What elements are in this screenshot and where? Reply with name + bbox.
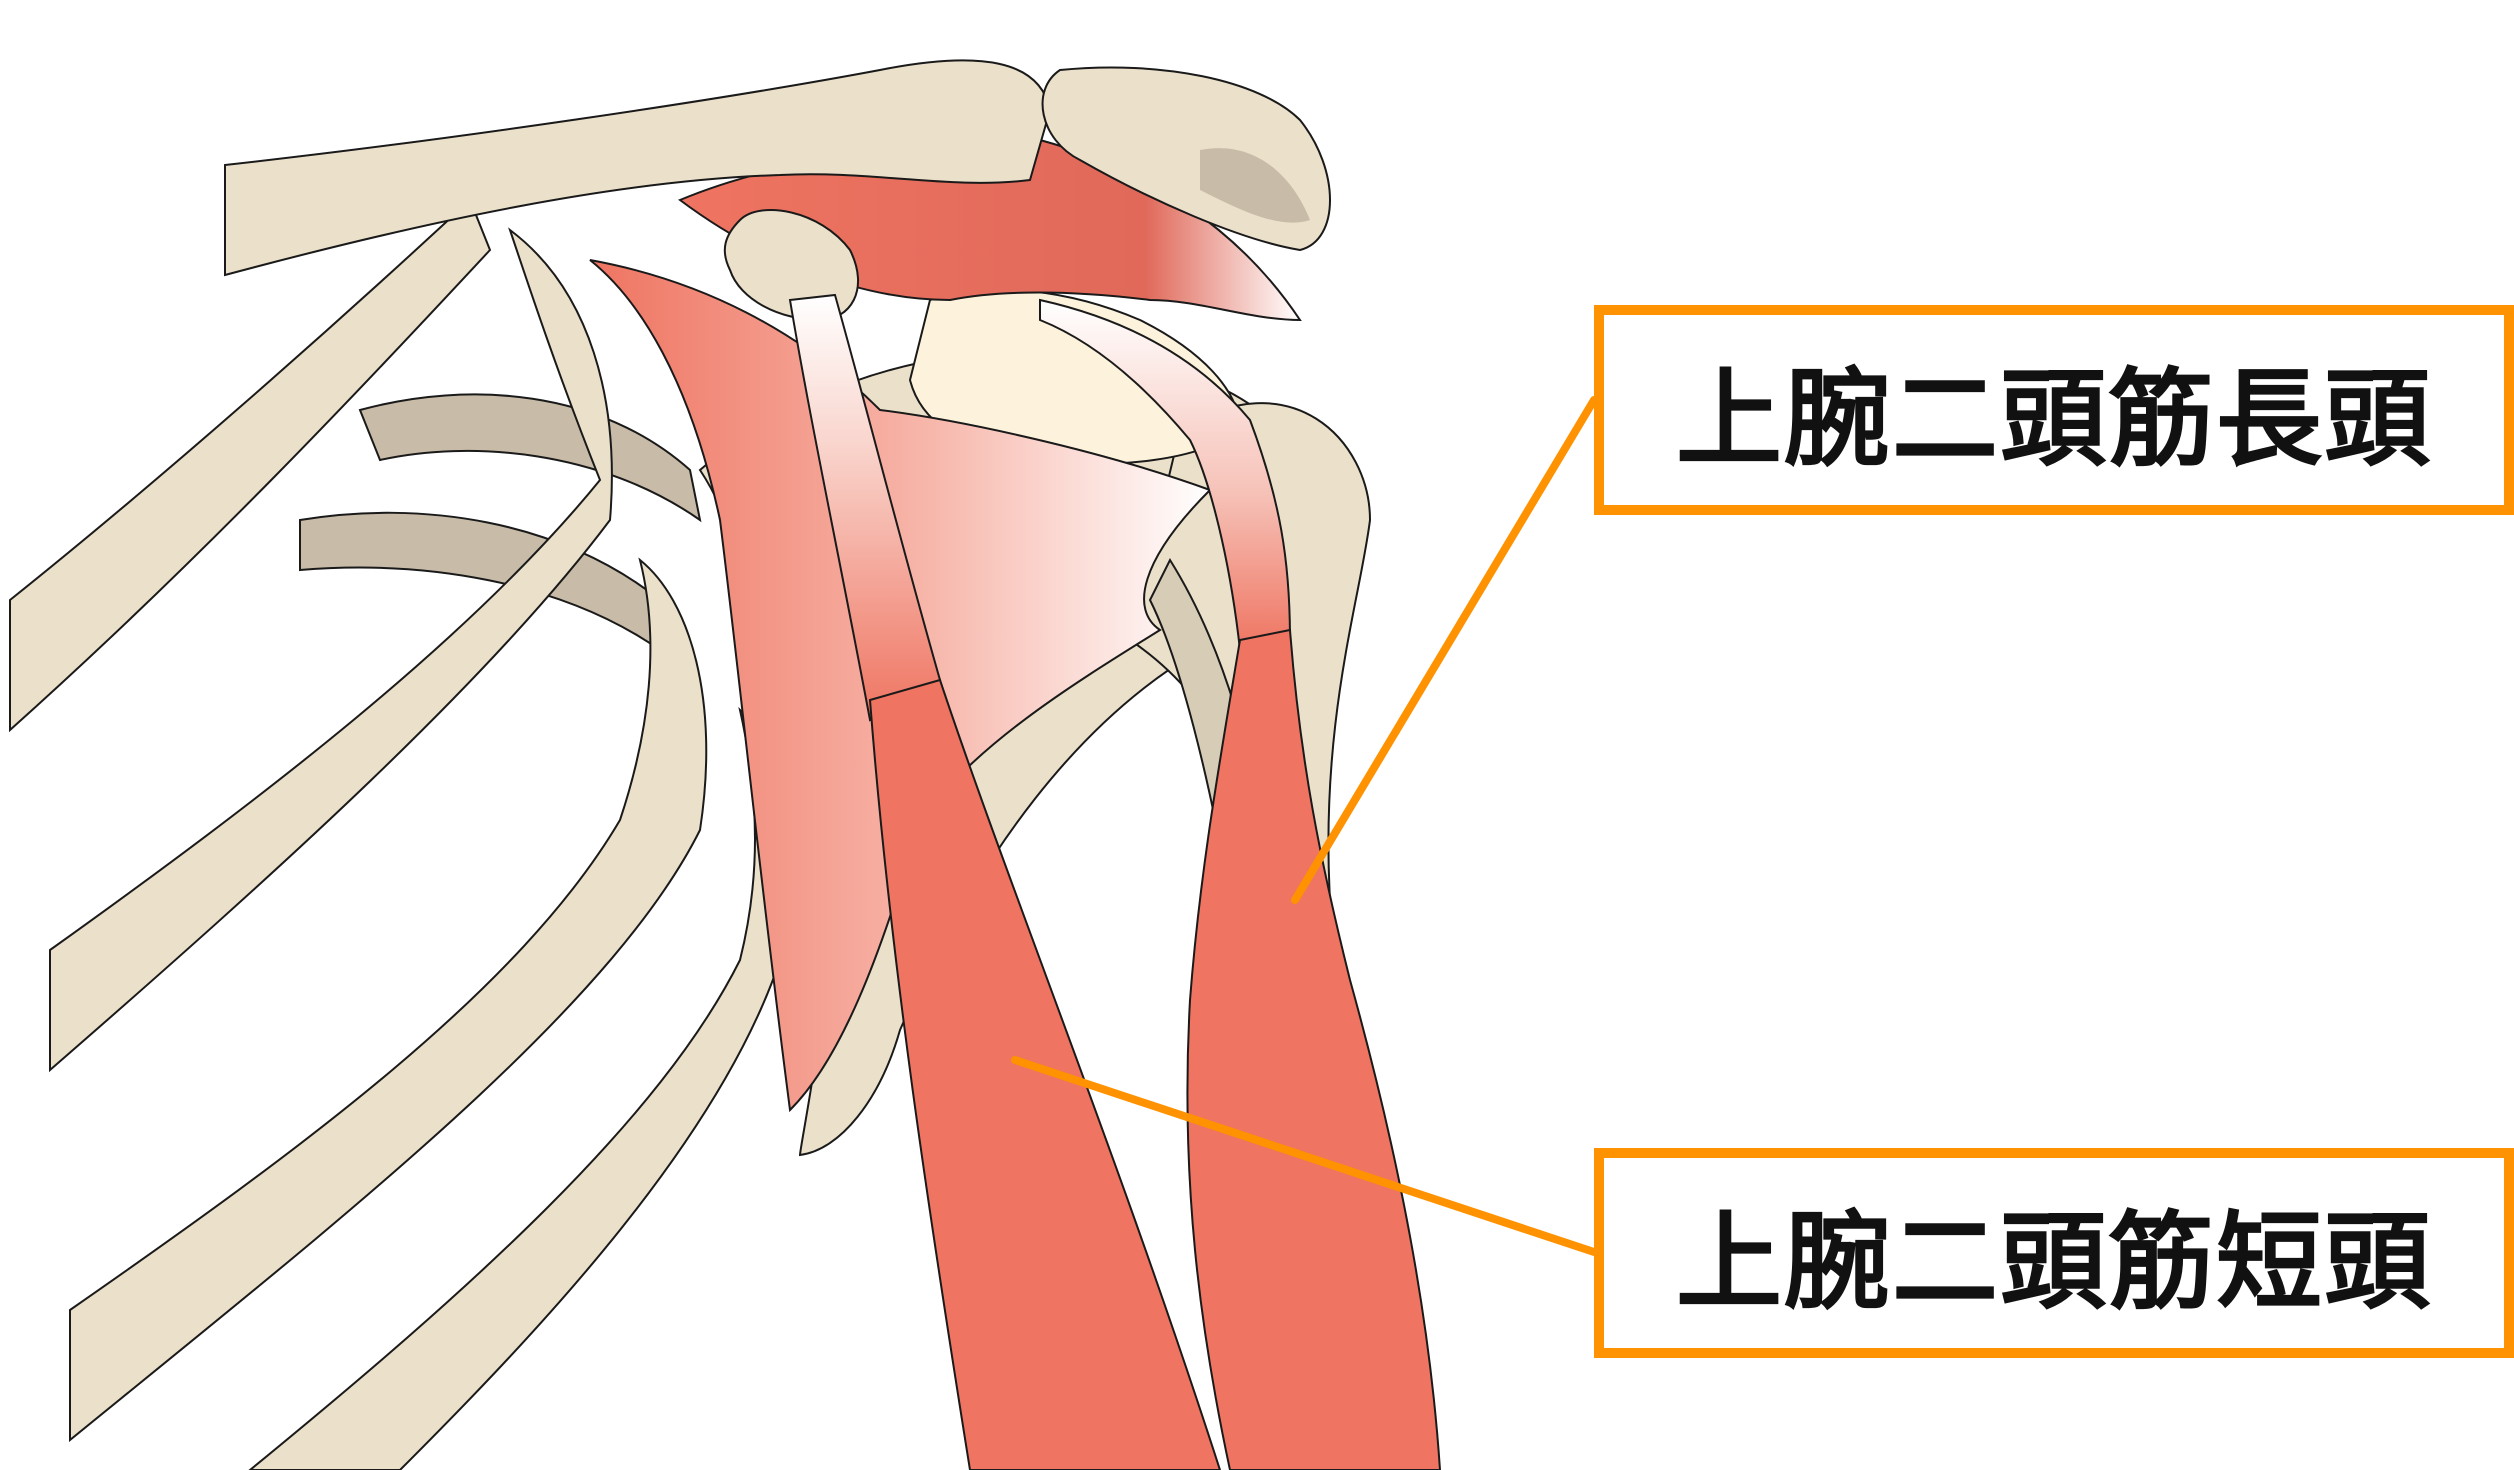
label-biceps-long-head: 上腕二頭筋長頭 bbox=[1594, 305, 2514, 515]
short-head-belly bbox=[870, 680, 1220, 1470]
rib-4 bbox=[250, 710, 788, 1470]
label-biceps-long-head-text: 上腕二頭筋長頭 bbox=[1676, 333, 2432, 487]
label-biceps-short-head: 上腕二頭筋短頭 bbox=[1594, 1148, 2514, 1358]
rib-1 bbox=[10, 200, 490, 730]
rib-cage bbox=[10, 200, 788, 1470]
label-biceps-short-head-text: 上腕二頭筋短頭 bbox=[1676, 1176, 2432, 1330]
rib-posterior-1 bbox=[360, 394, 700, 520]
